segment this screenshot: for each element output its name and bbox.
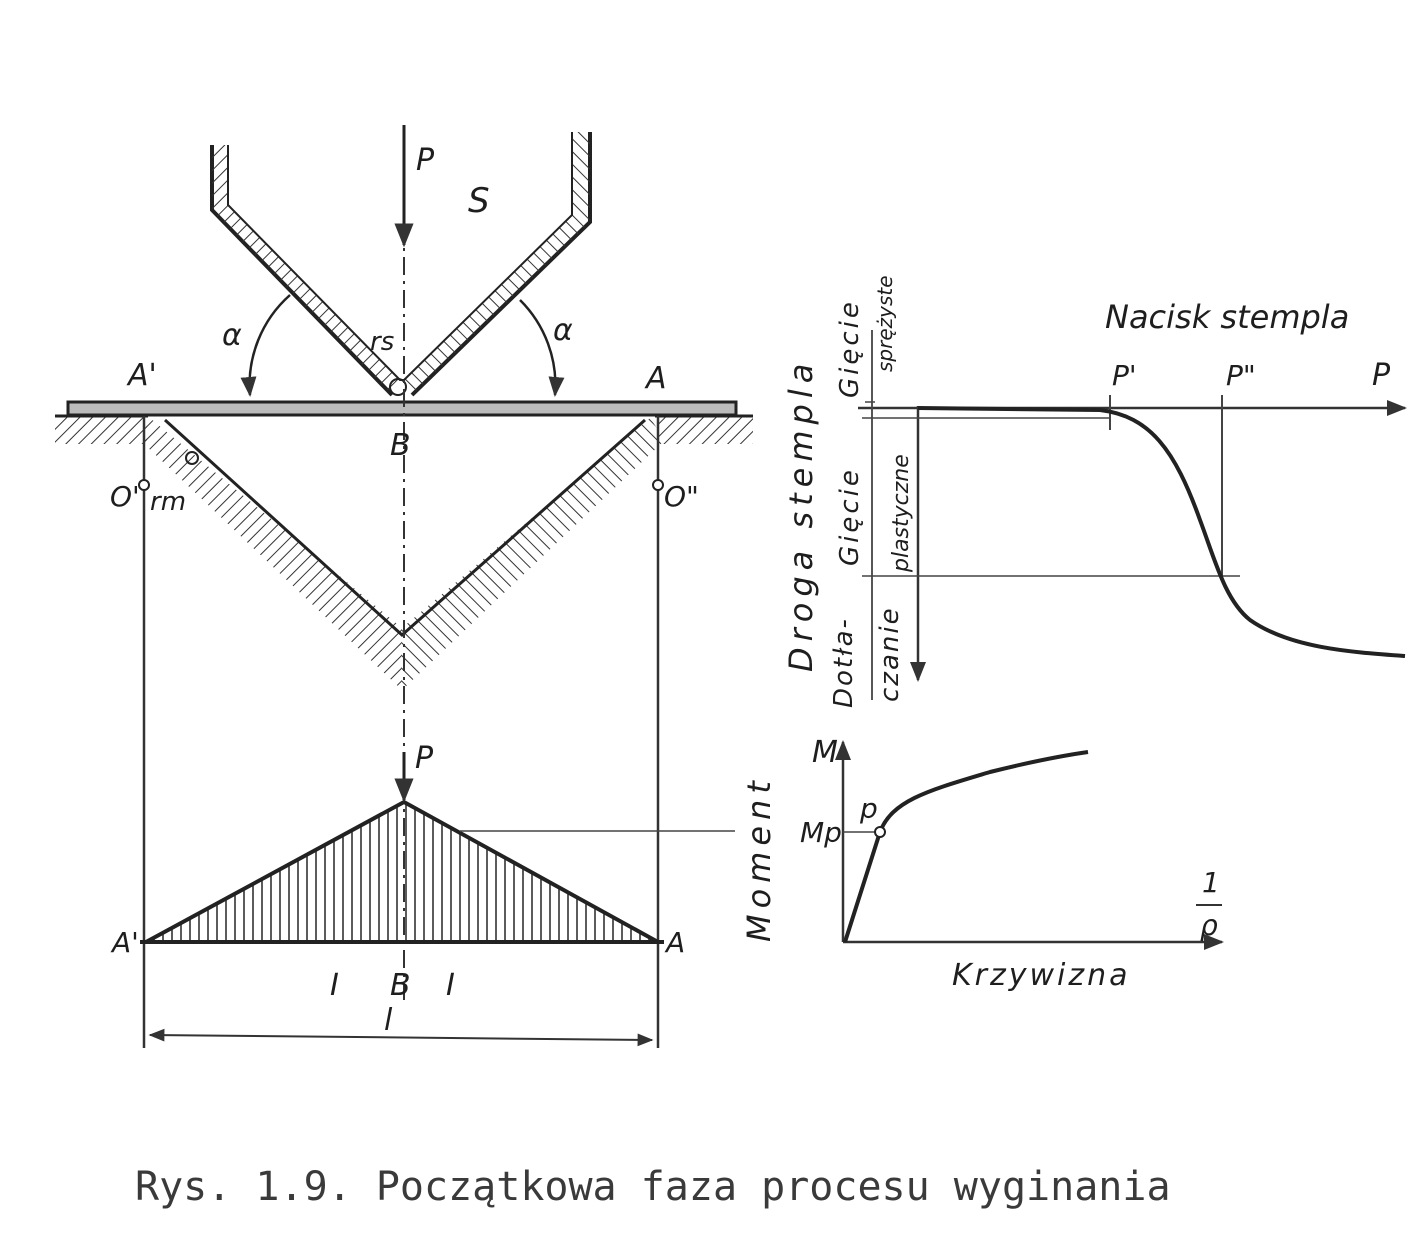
label-mp: Mp — [800, 816, 842, 849]
label-dotla: Dotła- — [829, 617, 859, 708]
label-point-o-prime: O' — [110, 480, 140, 513]
moment-triangle — [145, 799, 659, 944]
angle-arc-left — [240, 294, 291, 397]
span-dimension — [148, 1028, 654, 1047]
label-giecie-mid: Gięcie — [835, 467, 865, 566]
label-angle-right: α — [553, 313, 573, 348]
label-p-prime: P' — [1112, 359, 1137, 392]
label-axis-p: P — [1372, 358, 1391, 393]
label-mark-right: I — [446, 968, 455, 1003]
label-moment: Moment — [740, 775, 778, 942]
label-moment-a-prime: A' — [110, 926, 139, 959]
moment-curve — [843, 750, 1089, 943]
label-radius-die: rm — [150, 487, 186, 517]
label-nacisk: Nacisk stempla — [1105, 298, 1349, 336]
label-span: l — [384, 1003, 393, 1038]
label-moment-b: B — [390, 968, 411, 1003]
label-point-o-double: O" — [664, 480, 699, 513]
label-point-a: A — [644, 361, 667, 396]
label-droga: Droga stempla — [782, 358, 820, 672]
label-inv-den: ρ — [1200, 909, 1218, 942]
force-curve — [917, 406, 1406, 658]
label-point-a-prime: A' — [126, 358, 157, 393]
sheet-metal — [66, 400, 738, 417]
die-radius-mark — [185, 451, 199, 465]
label-inv-num: 1 — [1202, 866, 1220, 899]
label-p-yield: p — [859, 792, 878, 825]
labels: P S rs α α A' A B O' O" rm P A' A I B I … — [110, 143, 1391, 1038]
angle-arc-right — [519, 299, 565, 397]
label-p-double: P" — [1226, 359, 1256, 392]
label-force-top: P — [416, 143, 435, 178]
force-stroke-graph — [858, 330, 1407, 700]
die-left-top — [55, 416, 147, 444]
label-axis-m: M — [812, 735, 838, 770]
label-giecie-top: Gięcie — [835, 299, 865, 398]
label-mark-left: I — [330, 968, 339, 1003]
label-krzywizna: Krzywizna — [952, 958, 1131, 993]
label-radius-punch: rs — [370, 327, 394, 357]
label-punch: S — [468, 181, 490, 221]
tooling-drawing — [55, 125, 753, 1048]
label-moment-a: A — [664, 926, 685, 959]
label-sprezyste: sprężyste — [873, 275, 897, 372]
figure-caption: Rys. 1.9. Początkowa faza procesu wygina… — [135, 1164, 1171, 1210]
label-point-b: B — [390, 428, 411, 463]
moment-curvature-graph — [835, 740, 1224, 950]
label-force-moment: P — [415, 741, 434, 776]
punch-tip — [389, 378, 407, 396]
label-angle-left: α — [222, 318, 242, 353]
label-czanie: czanie — [875, 606, 905, 702]
die-right-top — [658, 416, 753, 444]
label-plastyczne: plastyczne — [889, 454, 914, 573]
